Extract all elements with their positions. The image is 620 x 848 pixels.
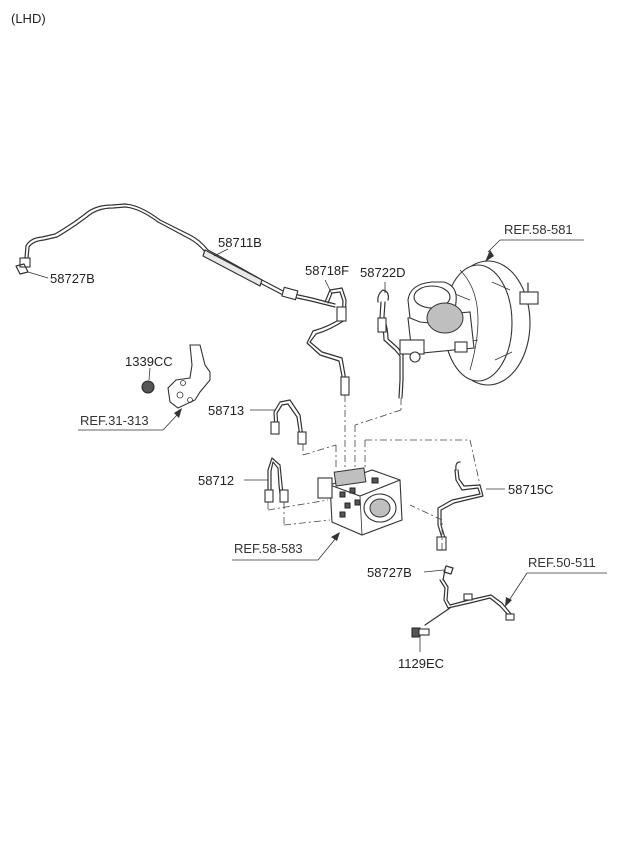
bolt-1129EC[interactable] [411, 627, 430, 638]
label-58722D[interactable]: 58722D [360, 265, 406, 280]
leader-58711B [213, 248, 229, 257]
leader-ref-31-313-b [162, 413, 179, 431]
label-1129EC[interactable]: 1129EC [398, 656, 444, 671]
arrow-ref-31-313 [174, 408, 182, 418]
lhd-label: (LHD) [11, 11, 46, 26]
label-58727B-top[interactable]: 58727B [50, 271, 95, 286]
leader-58727B-bottom [423, 569, 445, 573]
label-1339CC[interactable]: 1339CC [125, 354, 173, 369]
ref-58-583[interactable]: REF.58-583 [234, 541, 303, 556]
abs-bracket[interactable] [167, 344, 211, 409]
brake-pipe-58718F[interactable] [306, 287, 350, 396]
label-58718F[interactable]: 58718F [305, 263, 349, 278]
brake-pipe-58712[interactable] [264, 457, 289, 503]
leader-58727B-top [27, 271, 49, 279]
label-58711B[interactable]: 58711B [218, 235, 262, 250]
arrow-ref-50-511 [505, 597, 512, 607]
leader-ref-50-511-b [507, 572, 528, 603]
label-58713[interactable]: 58713 [208, 403, 244, 418]
brake-booster-assembly[interactable] [399, 260, 539, 386]
leader-ref-58-583-b [317, 537, 337, 561]
arrow-ref-58-583 [331, 532, 340, 541]
leader-58718F [324, 279, 333, 295]
abs-modulator[interactable] [317, 467, 403, 536]
label-58715C[interactable]: 58715C [508, 482, 554, 497]
brake-pipe-58715C[interactable] [436, 461, 484, 551]
wheel-speed-sensor-cable[interactable] [424, 569, 515, 626]
ref-31-313[interactable]: REF.31-313 [80, 413, 149, 428]
arrow-ref-58-581 [485, 250, 494, 262]
brake-pipe-58722D[interactable] [377, 289, 404, 399]
label-58712[interactable]: 58712 [198, 473, 234, 488]
clip-58727B-bottom[interactable] [443, 565, 454, 575]
label-58727B-bottom[interactable]: 58727B [367, 565, 412, 580]
brake-pipe-58711B[interactable] [19, 203, 336, 308]
ref-58-581[interactable]: REF.58-581 [504, 222, 573, 237]
leader-1339CC [148, 367, 151, 381]
assembly-lines [267, 395, 481, 550]
bolt-1339CC[interactable] [141, 380, 155, 394]
brake-pipe-58713[interactable] [270, 399, 307, 445]
leader-ref-58-581-a [487, 239, 501, 253]
ref-50-511[interactable]: REF.50-511 [528, 555, 596, 570]
